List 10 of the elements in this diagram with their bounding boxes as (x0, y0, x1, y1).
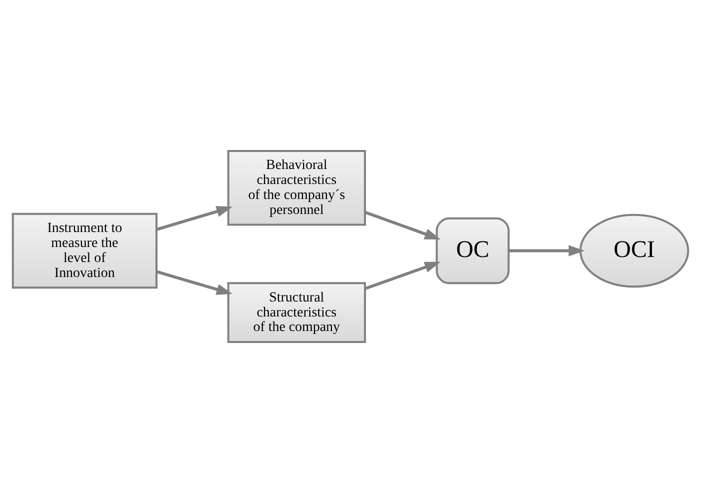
arrow (364, 210, 441, 240)
arrow (508, 245, 585, 256)
arrow (364, 262, 441, 290)
node-box: Behavioral characteristics of the company´s personnel (227, 150, 366, 226)
arrow (156, 270, 232, 295)
node-box: Structural characteristics of the company (227, 282, 366, 343)
node-ellipse: OCI (579, 214, 690, 288)
arrow (156, 206, 232, 231)
node-box: Instrument to measure the level of Innovation (12, 212, 158, 289)
node-box: OC (436, 217, 510, 284)
